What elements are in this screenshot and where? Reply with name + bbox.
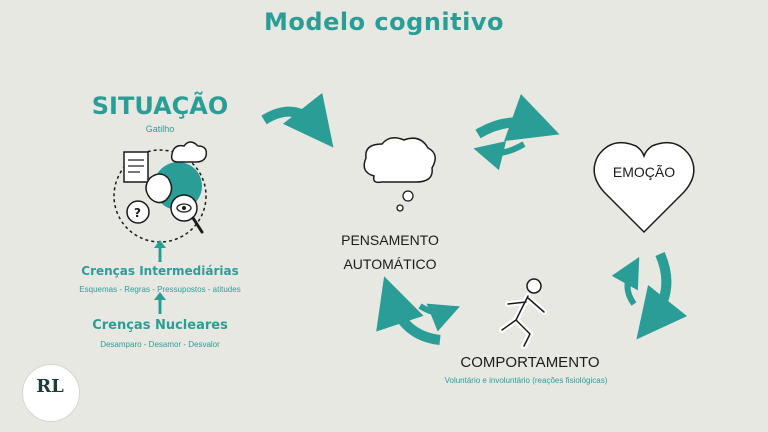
curved-arrow-icon [475,94,560,142]
situation-label: SITUAÇÃO [91,92,229,120]
intermediate-beliefs-sub-label: Esquemas - Regras - Pressupostos - atitu… [79,285,241,294]
brain-head-logo-icon [22,364,80,422]
curved-arrow-icon [261,92,334,148]
svg-text:?: ? [134,206,141,220]
core-beliefs-sub-label: Desamparo - Desamor - Desvalor [100,340,220,349]
behavior-sub-label: Voluntário e involuntário (reações fisio… [444,376,608,385]
curved-arrow-icon [418,303,460,332]
running-person-icon [499,278,547,349]
emotion-label: EMOÇÃO [612,164,676,180]
thought-label: PENSAMENTO AUTOMÁTICO [320,228,460,276]
up-arrow-icon [154,292,166,314]
curved-arrow-icon [376,276,441,345]
logo-text: RL [36,376,64,397]
situation-sub-label: Gatilho [145,124,175,134]
thought-label-line2: AUTOMÁTICO [343,256,437,272]
curved-arrow-icon [636,251,688,340]
heart-icon [593,141,695,234]
thought-label-line1: PENSAMENTO [341,232,439,248]
core-beliefs-label: Crenças Nucleares [92,318,228,333]
situation-illustration-icon: ? [113,141,208,243]
up-arrow-icon [154,240,166,262]
thought-cloud-icon [363,137,436,212]
behavior-label: COMPORTAMENTO [460,354,600,371]
curved-arrow-icon [611,256,640,306]
curved-arrow-icon [473,141,526,171]
page-title: Modelo cognitivo [264,8,504,36]
intermediate-beliefs-label: Crenças Intermediárias [81,264,239,278]
